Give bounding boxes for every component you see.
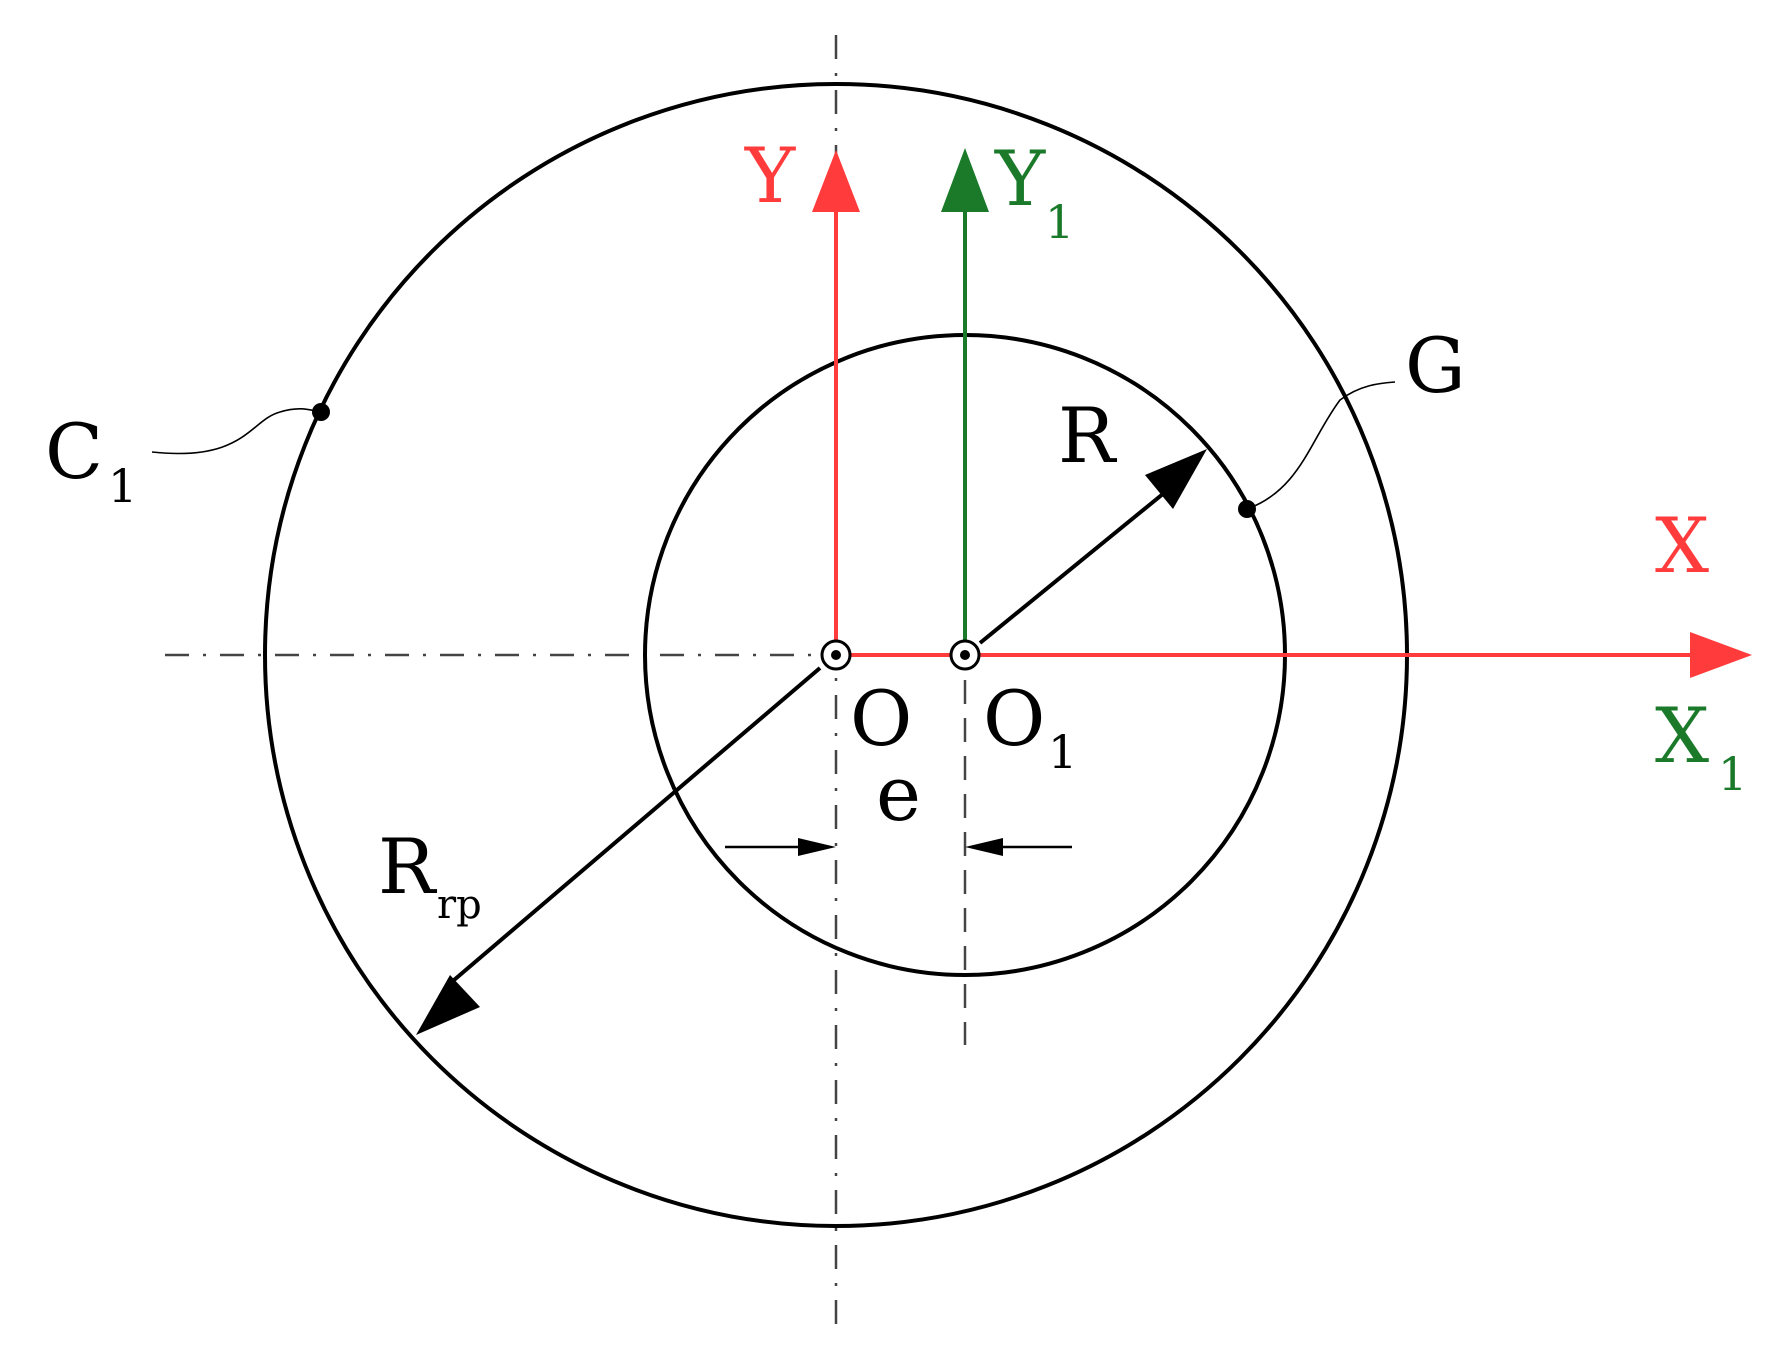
label-rrp: R rp [378,822,482,928]
dimension-e-right-arrowhead [965,838,1003,856]
svg-text:Y: Y [994,134,1046,223]
label-o: O [850,674,912,763]
svg-text:1: 1 [1048,725,1077,779]
svg-text:1: 1 [1045,195,1074,249]
label-y1: Y 1 [994,134,1074,249]
label-x1: X 1 [1655,691,1747,801]
svg-text:rp: rp [437,882,482,928]
svg-text:C: C [45,407,103,496]
leader-g [1246,381,1396,510]
radius-rrp-arrowhead [416,975,480,1035]
svg-text:1: 1 [108,459,137,513]
label-x: X [1655,501,1709,590]
svg-text:X: X [1655,691,1709,780]
label-g: G [1405,321,1466,410]
radius-rrp-line [445,666,822,988]
svg-text:R: R [378,822,438,911]
label-e: e [876,749,921,838]
leader-c1 [151,408,322,455]
label-y: Y [744,131,796,220]
label-r: R [1058,391,1118,480]
y1-axis-arrowhead [941,148,989,212]
radius-r-line [978,478,1182,645]
label-o1: O 1 [983,674,1077,779]
dimension-e-left-arrowhead [798,838,836,856]
label-c1: C 1 [45,407,137,513]
svg-text:1: 1 [1718,747,1747,801]
svg-text:O: O [983,674,1045,763]
radius-r-arrowhead [1145,449,1207,509]
origin-o1-marker [949,639,981,671]
x-axis-arrowhead [1690,632,1752,678]
y-axis-arrowhead [812,150,860,212]
origin-o-marker [820,639,852,671]
